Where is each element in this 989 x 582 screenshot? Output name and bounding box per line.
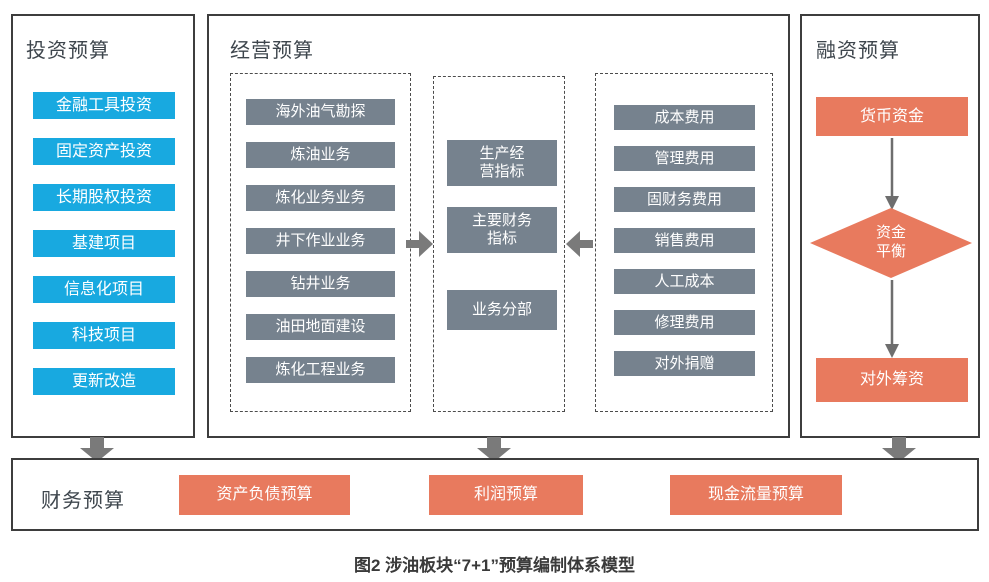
- investment-item: 金融工具投资: [33, 92, 175, 119]
- decision-diamond: 资金 平衡: [810, 208, 972, 278]
- financial-budget-panel: 财务预算 资产负债预算 利润预算 现金流量预算: [11, 458, 979, 531]
- business-item: 炼化工程业务: [246, 357, 395, 383]
- operating-budget-title: 经营预算: [230, 40, 314, 62]
- indicator-item: 主要财务 指标: [447, 207, 557, 253]
- indicator-group-box: [433, 76, 565, 412]
- operating-budget-panel: 经营预算 海外油气勘探 炼油业务 炼化业务业务 井下作业业务 钻井业务 油田地面…: [207, 14, 790, 438]
- business-item: 井下作业业务: [246, 228, 395, 254]
- down-arrow-icon: [477, 437, 511, 467]
- business-item: 海外油气勘探: [246, 99, 395, 125]
- investment-item: 科技项目: [33, 322, 175, 349]
- cost-item: 固财务费用: [614, 187, 755, 212]
- investment-budget-title: 投资预算: [26, 40, 110, 62]
- investment-item: 固定资产投资: [33, 138, 175, 165]
- business-item: 钻井业务: [246, 271, 395, 297]
- investment-item: 信息化项目: [33, 276, 175, 303]
- investment-budget-panel: 投资预算 金融工具投资 固定资产投资 长期股权投资 基建项目 信息化项目 科技项…: [11, 14, 195, 438]
- financial-item: 利润预算: [429, 475, 583, 515]
- investment-item: 长期股权投资: [33, 184, 175, 211]
- cost-items: 成本费用 管理费用 固财务费用 销售费用 人工成本 修理费用 对外捐赠: [614, 105, 755, 376]
- financial-budget-title: 财务预算: [41, 490, 125, 512]
- cost-item: 成本费用: [614, 105, 755, 130]
- cost-item: 销售费用: [614, 228, 755, 253]
- down-arrow-icon: [882, 437, 916, 467]
- indicator-item: 业务分部: [447, 290, 557, 330]
- financial-item: 现金流量预算: [670, 475, 842, 515]
- cost-group-box: [595, 73, 773, 412]
- financial-item: 资产负债预算: [179, 475, 350, 515]
- financing-budget-title: 融资预算: [816, 40, 900, 62]
- cost-item: 对外捐赠: [614, 351, 755, 376]
- cost-item: 修理费用: [614, 310, 755, 335]
- right-arrow-icon: [406, 231, 433, 262]
- indicator-item: 生产经 营指标: [447, 140, 557, 186]
- business-item: 炼油业务: [246, 142, 395, 168]
- financing-budget-panel: 融资预算 货币资金 资金 平衡 对外筹资: [800, 14, 980, 438]
- financing-item: 货币资金: [816, 97, 968, 136]
- investment-items: 金融工具投资 固定资产投资 长期股权投资 基建项目 信息化项目 科技项目 更新改…: [33, 92, 175, 395]
- figure-caption: 图2 涉油板块“7+1”预算编制体系模型: [353, 556, 635, 575]
- down-flow-arrow-icon: [885, 138, 899, 215]
- cost-item: 人工成本: [614, 269, 755, 294]
- business-item: 炼化业务业务: [246, 185, 395, 211]
- cost-item: 管理费用: [614, 146, 755, 171]
- business-item: 油田地面建设: [246, 314, 395, 340]
- down-arrow-icon: [80, 437, 114, 467]
- investment-item: 基建项目: [33, 230, 175, 257]
- financing-item: 对外筹资: [816, 358, 968, 402]
- business-items: 海外油气勘探 炼油业务 炼化业务业务 井下作业业务 钻井业务 油田地面建设 炼化…: [246, 99, 395, 383]
- down-flow-arrow-icon: [885, 280, 899, 363]
- left-arrow-icon: [566, 231, 593, 262]
- investment-item: 更新改造: [33, 368, 175, 395]
